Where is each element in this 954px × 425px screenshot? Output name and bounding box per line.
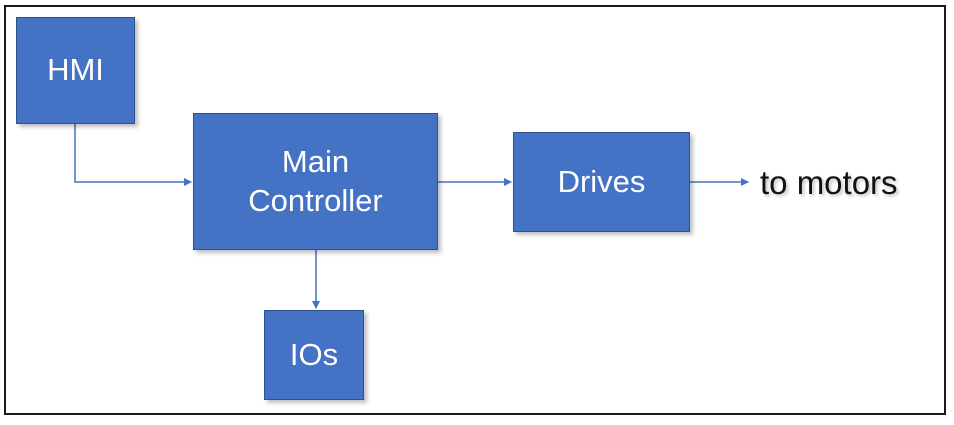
main-controller-label: Main Controller <box>248 143 383 218</box>
to-motors-label: to motors <box>760 164 898 201</box>
hmi-label: HMI <box>47 52 104 88</box>
drives-block: Drives <box>513 132 690 232</box>
ios-block: IOs <box>264 310 364 400</box>
ios-label: IOs <box>289 336 339 372</box>
diagram-frame <box>4 5 946 415</box>
main-controller-block: Main Controller <box>193 113 438 250</box>
connector-hmi-to-main-controller <box>74 124 192 186</box>
drives-label: Drives <box>557 163 646 199</box>
hmi-block: HMI <box>16 17 135 124</box>
